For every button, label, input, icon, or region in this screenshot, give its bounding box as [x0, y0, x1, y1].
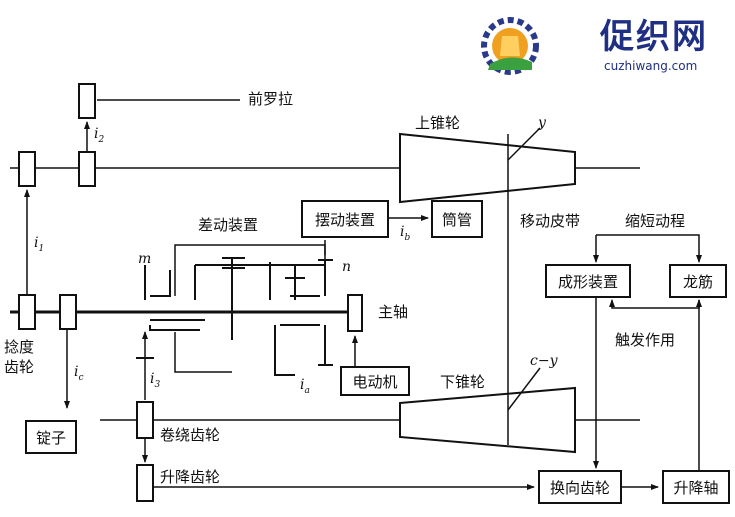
diff-housing-bottom-left [174, 332, 232, 373]
lifting-gear-label: 升降齿轮 [160, 468, 221, 486]
ib-symbol: ib [400, 224, 411, 243]
lifting-shaft-box: 升降轴 [662, 470, 730, 504]
drive-gear-right [78, 151, 96, 187]
main-shaft-label: 主轴 [378, 303, 409, 321]
twist-gear-label-1: 捻度 [4, 338, 35, 356]
bobbin-box: 筒管 [431, 200, 483, 238]
dragon-rib-box: 龙筋 [669, 264, 727, 298]
twist-gear-1 [18, 294, 36, 330]
swing-device-box: 摆动装置 [301, 200, 389, 238]
differential-label: 差动装置 [198, 216, 259, 234]
lifting-gear [136, 464, 154, 502]
main-shaft-gear [347, 294, 363, 332]
motor-box: 电动机 [340, 366, 410, 396]
lower-cone [399, 386, 576, 454]
cy-symbol: c−y [530, 353, 558, 369]
upper-cone [399, 132, 576, 204]
diff-ia-link [274, 325, 295, 376]
twist-gear-2 [59, 294, 77, 330]
ia-symbol: ia [300, 377, 310, 396]
drive-gear-left [18, 151, 36, 187]
m-symbol: m [138, 251, 152, 267]
ic-symbol: ic [74, 364, 84, 383]
logo-title: 促织网 [600, 17, 708, 57]
diff-housing-top [174, 244, 326, 296]
reversing-gear-box: 换向齿轮 [538, 470, 622, 504]
forming-device-box: 成形装置 [545, 264, 631, 298]
logo-url: cuzhiwang.com [604, 59, 698, 73]
moving-belt-label: 移动皮带 [520, 212, 581, 230]
trigger-action-label: 触发作用 [615, 331, 676, 349]
upper-cone-label: 上锥轮 [415, 114, 461, 132]
shorten-stroke-arrow [596, 234, 702, 263]
trigger-arrow [609, 299, 700, 309]
i1-symbol: i1 [34, 235, 45, 254]
i3-symbol: i3 [150, 371, 161, 390]
spindle-box: 锭子 [25, 420, 77, 454]
twist-gear-label-2: 齿轮 [4, 358, 35, 376]
y-leader [507, 127, 541, 161]
lower-cone-label: 下锥轮 [440, 373, 486, 391]
front-roller-label: 前罗拉 [248, 90, 294, 108]
y-symbol: y [538, 115, 546, 131]
winding-gear [136, 401, 154, 439]
n-symbol: n [342, 259, 352, 275]
cy-leader [507, 367, 541, 411]
shorten-stroke-label: 缩短动程 [625, 212, 686, 230]
winding-gear-label: 卷绕齿轮 [160, 426, 221, 444]
i2-symbol: i2 [94, 126, 105, 145]
cuzhiwang-logo-icon [481, 17, 539, 75]
front-roller-gear [78, 83, 96, 119]
diff-m-link [150, 270, 171, 297]
diff-lower-bar [149, 325, 200, 331]
